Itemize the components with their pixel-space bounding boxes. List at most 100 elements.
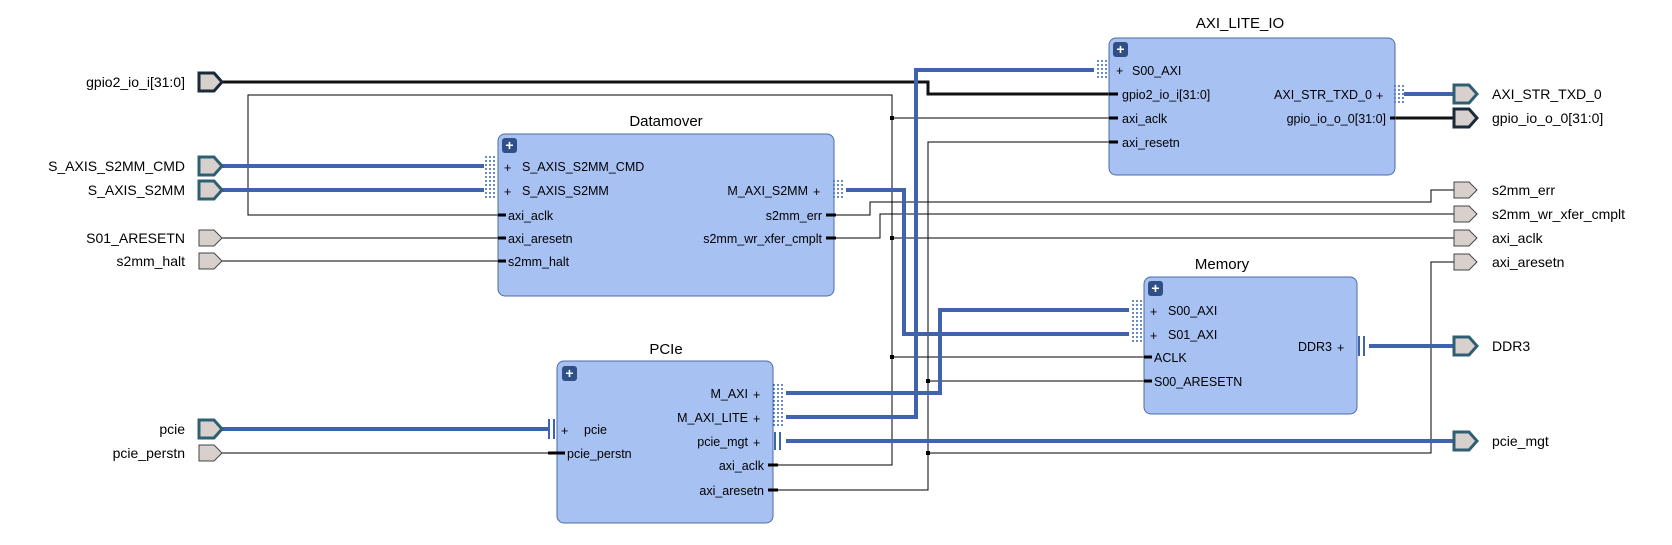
block-body[interactable] xyxy=(1108,37,1396,176)
bus-connector-icon xyxy=(773,384,783,428)
ext-port-pcie-perstn[interactable]: pcie_perstn xyxy=(113,444,223,462)
expand-button[interactable]: + xyxy=(1113,41,1128,57)
ext-port-s-axis-s2mm[interactable]: S_AXIS_S2MM xyxy=(88,179,225,201)
port-label: axi_resetn xyxy=(1122,136,1180,150)
ext-port-gpio-io-o-0[interactable]: gpio_io_o_0[31:0] xyxy=(1452,107,1603,129)
bus-expand-icon[interactable]: + xyxy=(813,185,820,199)
port-label: M_AXI_LITE xyxy=(677,411,748,425)
bus-expand-icon[interactable]: + xyxy=(753,388,760,402)
ext-port-s2mm-halt[interactable]: s2mm_halt xyxy=(117,252,223,270)
ext-port-label: DDR3 xyxy=(1492,338,1530,354)
port-label: pcie_perstn xyxy=(567,447,632,461)
bus-expand-icon[interactable]: + xyxy=(1150,305,1157,319)
block-title: Memory xyxy=(1195,256,1250,273)
junction-dot xyxy=(926,451,930,455)
net-wires xyxy=(222,94,1454,491)
bus-connector-icon xyxy=(1097,60,1107,80)
expand-button[interactable]: + xyxy=(562,365,577,381)
bus-expand-icon[interactable]: + xyxy=(561,424,568,438)
block-title: AXI_LITE_IO xyxy=(1196,15,1284,32)
ext-port-s2mm-wr-xfer-cmplt[interactable]: s2mm_wr_xfer_cmplt xyxy=(1453,205,1625,223)
block-axi-lite-io[interactable]: AXI_LITE_IO + + S00_AXI gpio2_io_i[31:0]… xyxy=(1097,15,1404,176)
svg-text:+: + xyxy=(1116,41,1124,57)
block-title: Datamover xyxy=(629,113,702,130)
bus-expand-icon[interactable]: + xyxy=(1337,341,1344,355)
block-title: PCIe xyxy=(649,341,682,358)
block-pcie[interactable]: PCIe + + pcie pcie_perstn M_AXI + M_AXI_… xyxy=(548,341,783,524)
ext-port-label: pcie_mgt xyxy=(1492,433,1549,449)
net-axi-aresetn[interactable] xyxy=(778,141,1109,491)
junction-dot xyxy=(926,379,930,383)
port-label: M_AXI xyxy=(710,387,748,401)
bus-expand-icon[interactable]: + xyxy=(753,436,760,450)
svg-text:+: + xyxy=(565,365,573,381)
port-label: gpio_io_o_0[31:0] xyxy=(1287,112,1386,126)
net-s2mm-err[interactable] xyxy=(836,189,1454,216)
ext-port-axi-str-txd-0[interactable]: AXI_STR_TXD_0 xyxy=(1452,83,1602,105)
bus-connector-icon xyxy=(1394,85,1404,103)
port-label: axi_aresetn xyxy=(508,232,573,246)
bus-expand-icon[interactable]: + xyxy=(504,185,511,199)
port-label: pcie xyxy=(584,423,607,437)
port-label: ACLK xyxy=(1154,351,1187,365)
port-label: s2mm_wr_xfer_cmplt xyxy=(703,232,822,246)
ext-port-label: s2mm_err xyxy=(1492,182,1555,198)
svg-text:+: + xyxy=(505,137,513,153)
left-external-ports: gpio2_io_i[31:0] S_AXIS_S2MM_CMD S_AXIS_… xyxy=(48,71,225,462)
net-axi-aclk[interactable] xyxy=(247,94,893,466)
port-label: s2mm_err xyxy=(766,209,822,223)
ext-port-ddr3[interactable]: DDR3 xyxy=(1452,335,1530,357)
port-label: DDR3 xyxy=(1298,340,1332,354)
port-label: gpio2_io_i[31:0] xyxy=(1122,88,1210,102)
junction-dot xyxy=(890,355,894,359)
port-label: S_AXIS_S2MM_CMD xyxy=(522,160,644,174)
expand-button[interactable]: + xyxy=(502,137,517,153)
net-axi-aresetn-branch-ext[interactable] xyxy=(928,261,1454,454)
ext-port-axi-aclk[interactable]: axi_aclk xyxy=(1453,229,1544,247)
ext-port-label: AXI_STR_TXD_0 xyxy=(1492,86,1602,102)
ext-port-s2mm-err[interactable]: s2mm_err xyxy=(1453,181,1555,199)
ext-port-axi-aresetn[interactable]: axi_aresetn xyxy=(1453,253,1564,271)
bus-m-axi-s2mm[interactable] xyxy=(846,188,1129,336)
bus-expand-icon[interactable]: + xyxy=(753,412,760,426)
port-label: s2mm_halt xyxy=(508,255,570,269)
bus-expand-icon[interactable]: + xyxy=(1150,329,1157,343)
port-label: axi_aclk xyxy=(1122,112,1168,126)
bus-expand-icon[interactable]: + xyxy=(504,161,511,175)
expand-button[interactable]: + xyxy=(1148,280,1163,296)
port-label: pcie_mgt xyxy=(697,435,748,449)
ext-port-s01-aresetn[interactable]: S01_ARESETN xyxy=(86,229,223,247)
port-label: axi_aresetn xyxy=(699,484,764,498)
ext-port-s-axis-s2mm-cmd[interactable]: S_AXIS_S2MM_CMD xyxy=(48,155,225,177)
ext-port-gpio2-io-i[interactable]: gpio2_io_i[31:0] xyxy=(86,71,225,93)
junction-dot xyxy=(890,236,894,240)
ext-port-label: S01_ARESETN xyxy=(86,230,185,246)
ext-port-label: pcie_perstn xyxy=(113,445,185,461)
bus-expand-icon[interactable]: + xyxy=(1116,64,1123,78)
ext-port-label: axi_aresetn xyxy=(1492,254,1564,270)
block-datamover[interactable]: Datamover + + S_AXIS_S2MM_CMD + S_AXIS_S… xyxy=(485,113,843,297)
bus-connector-icon xyxy=(548,419,555,439)
bus-connector-icon xyxy=(1358,336,1365,356)
port-label: axi_aclk xyxy=(719,459,765,473)
net-gpio2-io-i[interactable] xyxy=(222,80,1109,96)
bus-m-axi[interactable] xyxy=(786,308,1129,395)
port-label: S01_AXI xyxy=(1168,328,1217,342)
svg-text:+: + xyxy=(1151,280,1159,296)
block-body[interactable] xyxy=(1143,276,1358,415)
block-body[interactable] xyxy=(556,360,774,524)
bus-interfaces xyxy=(222,68,1454,443)
bus-connector-icon xyxy=(774,432,781,450)
right-external-ports: AXI_STR_TXD_0 gpio_io_o_0[31:0] s2mm_err… xyxy=(1452,83,1625,452)
net-s2mm-wr-xfer-cmplt[interactable] xyxy=(836,213,1454,239)
ext-port-pcie[interactable]: pcie xyxy=(159,418,225,440)
block-memory[interactable]: Memory + + S00_AXI + S01_AXI ACLK S00_AR… xyxy=(1132,256,1365,415)
ext-port-label: gpio_io_o_0[31:0] xyxy=(1492,110,1603,126)
bus-expand-icon[interactable]: + xyxy=(1376,89,1383,103)
ext-port-label: axi_aclk xyxy=(1492,230,1544,246)
ext-port-pcie-mgt[interactable]: pcie_mgt xyxy=(1452,430,1549,452)
junction-dot xyxy=(890,116,894,120)
ext-port-label: S_AXIS_S2MM xyxy=(88,182,185,198)
bus-m-axi-lite[interactable] xyxy=(786,68,1094,419)
